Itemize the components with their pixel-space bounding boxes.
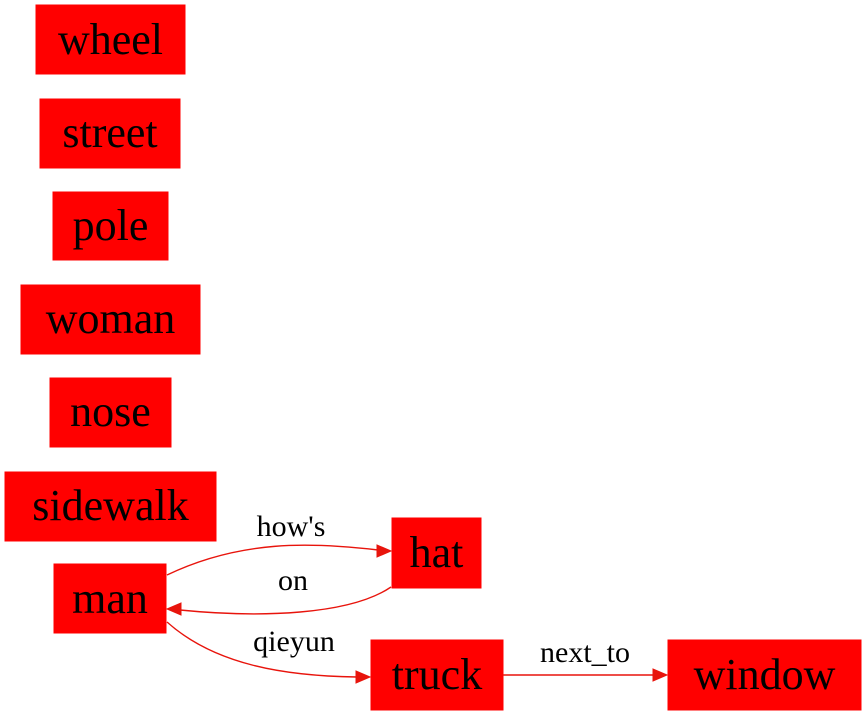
node-truck-label: truck [392, 650, 482, 699]
node-hat-label: hat [410, 528, 464, 577]
edge-man-truck-arrowhead [355, 670, 372, 684]
edge-hat-man-arrowhead [165, 602, 182, 616]
node-window: window [667, 639, 862, 711]
edge-man-truck: qieyun [166, 621, 372, 684]
node-wheel-label: wheel [58, 15, 163, 64]
edge-man-truck-line [166, 621, 358, 678]
edge-man-hat-line [166, 544, 379, 576]
node-woman-label: woman [46, 294, 176, 343]
edge-man-hat: how's [166, 510, 393, 576]
node-window-label: window [694, 650, 836, 699]
node-pole-label: pole [73, 201, 149, 250]
edge-truck-window-arrowhead [652, 668, 669, 682]
node-street-label: street [62, 108, 157, 157]
node-pole: pole [52, 191, 169, 261]
node-wheel: wheel [35, 4, 186, 75]
node-hat: hat [391, 517, 482, 589]
node-man: man [53, 563, 167, 634]
edge-hat-man-line [179, 586, 392, 615]
edge-man-hat-arrowhead [376, 544, 393, 558]
node-sidewalk-label: sidewalk [32, 481, 188, 530]
edge-hat-man-label: on [278, 564, 308, 597]
node-man-label: man [72, 574, 148, 623]
node-nose: nose [49, 377, 172, 448]
edge-truck-window-label: next_to [540, 636, 630, 669]
node-nose-label: nose [70, 387, 151, 436]
node-sidewalk: sidewalk [4, 471, 217, 542]
node-woman: woman [20, 284, 201, 355]
edge-hat-man: on [165, 564, 392, 616]
node-street: street [39, 98, 181, 169]
edge-truck-window: next_to [503, 636, 669, 682]
edge-man-hat-label: how's [257, 510, 326, 543]
edge-man-truck-label: qieyun [253, 625, 335, 658]
node-truck: truck [370, 639, 504, 711]
